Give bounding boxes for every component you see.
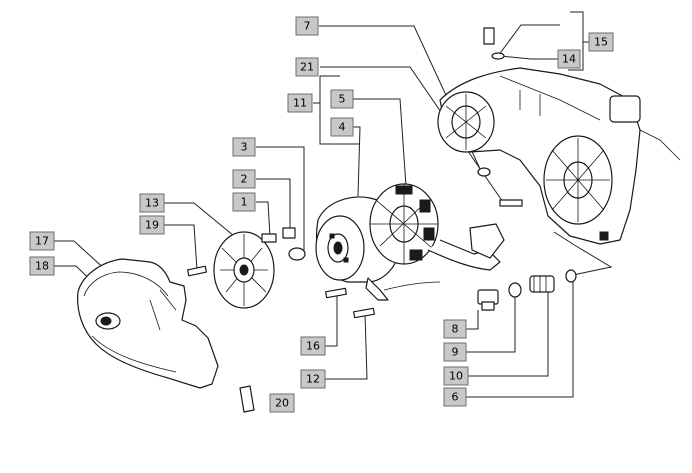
callout-2: 2 xyxy=(232,169,256,189)
callout-6: 6 xyxy=(443,387,467,407)
callout-3: 3 xyxy=(232,137,256,157)
svg-text:8: 8 xyxy=(452,323,459,336)
callout-20: 20 xyxy=(269,393,295,413)
callout-5: 5 xyxy=(330,89,354,109)
svg-text:20: 20 xyxy=(275,397,289,410)
engine-crankcase-icon xyxy=(437,27,681,245)
svg-text:16: 16 xyxy=(306,340,320,353)
callout-17: 17 xyxy=(29,231,55,251)
callout-18: 18 xyxy=(29,256,55,276)
svg-text:10: 10 xyxy=(449,370,463,383)
svg-text:9: 9 xyxy=(452,346,459,359)
leader-lines xyxy=(54,11,613,398)
svg-text:1: 1 xyxy=(241,196,248,209)
clip-icon xyxy=(239,385,255,413)
callout-11: 11 xyxy=(287,93,313,113)
callout-12: 12 xyxy=(300,369,326,389)
svg-text:19: 19 xyxy=(145,219,159,232)
flywheel-cover-icon xyxy=(77,258,219,389)
callout-14: 14 xyxy=(557,49,581,69)
svg-text:2: 2 xyxy=(241,173,248,186)
callout-10: 10 xyxy=(443,366,469,386)
svg-text:12: 12 xyxy=(306,373,320,386)
callout-15: 15 xyxy=(588,32,614,52)
fitting-parts-icon xyxy=(477,269,577,311)
callout-16: 16 xyxy=(300,336,326,356)
callout-13: 13 xyxy=(139,193,165,213)
callout-9: 9 xyxy=(443,342,467,362)
svg-text:6: 6 xyxy=(452,391,459,404)
svg-text:7: 7 xyxy=(304,20,311,33)
svg-text:14: 14 xyxy=(562,53,576,66)
callout-19: 19 xyxy=(139,215,165,235)
callout-8: 8 xyxy=(443,319,467,339)
stator-icon xyxy=(365,183,505,301)
screws-icon xyxy=(186,227,375,319)
svg-text:11: 11 xyxy=(293,97,307,110)
cooling-fan-icon xyxy=(213,231,275,309)
svg-text:4: 4 xyxy=(339,121,346,134)
svg-text:17: 17 xyxy=(35,235,49,248)
callout-4: 4 xyxy=(330,117,354,137)
svg-text:13: 13 xyxy=(145,197,159,210)
svg-text:15: 15 xyxy=(594,36,608,49)
svg-text:18: 18 xyxy=(35,260,49,273)
callout-1: 1 xyxy=(232,192,256,212)
callout-21: 21 xyxy=(295,57,319,77)
svg-text:3: 3 xyxy=(241,141,248,154)
svg-text:21: 21 xyxy=(300,61,314,74)
callout-7: 7 xyxy=(295,16,319,36)
svg-text:5: 5 xyxy=(339,93,346,106)
